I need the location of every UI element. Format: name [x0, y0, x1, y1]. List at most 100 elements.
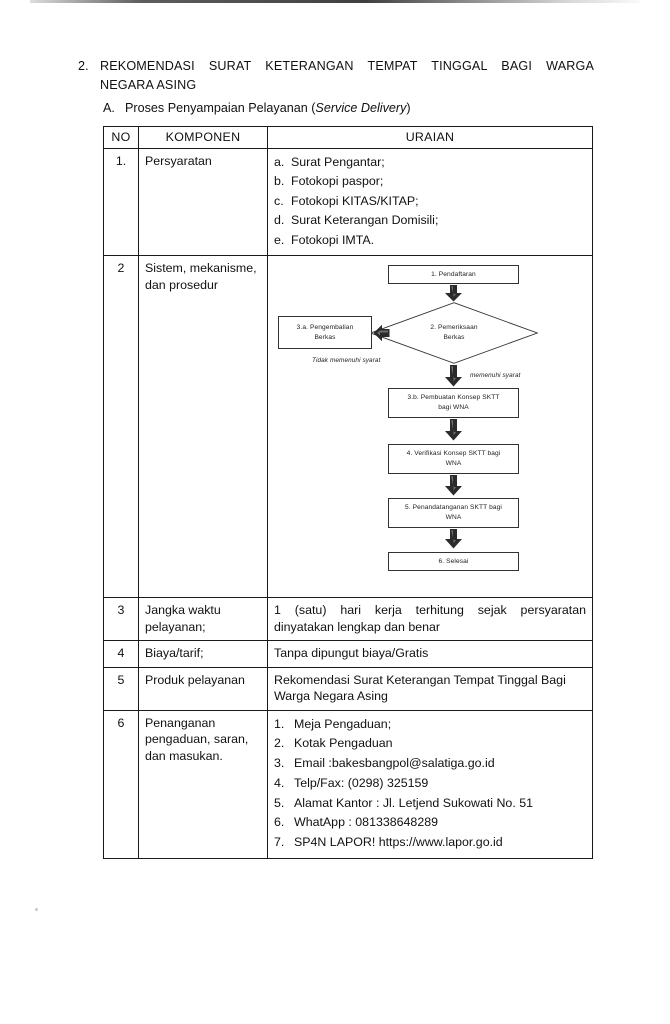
row-component: Persyaratan [138, 147, 268, 256]
section-number: 2. [78, 59, 89, 73]
flow-node-label-line-2: Berkas [314, 333, 336, 341]
list-marker: c. [274, 193, 284, 208]
arrow-down-icon [445, 529, 462, 549]
flow-node-pemeriksaan-berkas: 2. Pemeriksaan Berkas [370, 302, 538, 364]
flow-node-label-block: 2. Pemeriksaan Berkas [430, 323, 477, 343]
description-text: 1 (satu) hari kerja terhitung sejak pers… [274, 602, 586, 635]
table-row: 2 Sistem, mekanisme, dan prosedur 1. Pen… [103, 255, 593, 598]
list-text: Surat Keterangan Domisili; [291, 213, 439, 227]
list-text-lapor: SP4N LAPOR! https://www.lapor.go.id [294, 835, 503, 850]
subsection-heading: A. Proses Penyampaian Pelayanan (Service … [103, 100, 603, 117]
table-header-row: NO KOMPONEN URAIAN [103, 126, 593, 149]
flow-edge-label-accept: memenuhi syarat [470, 372, 521, 379]
list-marker: b. [274, 174, 285, 188]
service-flowchart: 1. Pendaftaran [274, 260, 599, 592]
flow-node-label-line-2: Berkas [443, 334, 465, 341]
arrow-down-icon [445, 475, 462, 496]
list-item: 3. Email :bakesbangpol@salatiga.go.id [274, 754, 586, 774]
row-component: Produk pelayanan [138, 666, 268, 711]
flow-node-label-line-2: WNA [445, 460, 462, 467]
flow-node-pengembalian-berkas: 3.a. Pengembalian Berkas [278, 316, 372, 349]
subsection-text-italic: Service Delivery [315, 101, 407, 115]
flow-node-label-line-1: 5. Penandatanganan SKTT bagi [405, 504, 502, 511]
column-header-no: NO [103, 126, 139, 149]
list-text: Fotokopi KITAS/KITAP; [291, 193, 419, 208]
list-text-email: Email :bakesbangpol@salatiga.go.id [294, 756, 495, 771]
flow-node-selesai: 6. Selesai [388, 552, 519, 571]
service-delivery-table: NO KOMPONEN URAIAN 1. Persyaratan a.Sura… [103, 126, 593, 860]
list-item: a.Surat Pengantar; [274, 153, 586, 173]
row-component: Jangka waktu pelayanan; [138, 597, 268, 641]
complaint-channel-list: 1. Meja Pengaduan; 2. Kotak Pengaduan 3. Em… [274, 715, 586, 854]
table-row: 3 Jangka waktu pelayanan; 1 (satu) hari … [103, 597, 593, 641]
section-heading: 2. REKOMENDASI SURAT KETERANGAN TEMPAT T… [78, 57, 594, 95]
flow-node-label-line-2: bagi WNA [438, 404, 469, 411]
list-text: Fotokopi paspor; [291, 174, 384, 188]
row-number: 4 [103, 640, 139, 668]
flow-node-pembuatan-konsep-sktt: 3.b. Pembuatan Konsep SKTT bagi WNA [388, 388, 519, 418]
subsection-text: Proses Penyampaian Pelayanan ( [125, 101, 316, 115]
list-item: 1. Meja Pengaduan; [274, 715, 586, 735]
section-heading-line-1: REKOMENDASI SURAT KETERANGAN TEMPAT TING… [100, 59, 594, 73]
list-text: Surat Pengantar; [291, 154, 385, 169]
column-header-komponen: KOMPONEN [138, 126, 268, 149]
list-item: e. Fotokopi IMTA. [274, 231, 586, 251]
section-heading-line-2: NEGARA ASING [100, 78, 197, 92]
description-line-1: Rekomendasi Surat Keterangan Tempat Ting… [274, 672, 566, 687]
row-description: Tanpa dipungut biaya/Gratis [267, 640, 593, 668]
list-item: 5. Alamat Kantor : Jl. Letjend Sukowati N… [274, 794, 586, 814]
list-item: 6. WhatApp : 081338648289 [274, 813, 586, 833]
list-marker: 7. [274, 835, 285, 850]
list-item: 2. Kotak Pengaduan [274, 734, 586, 754]
row-component: Sistem, mekanisme, dan prosedur [138, 255, 268, 598]
section-heading-text: REKOMENDASI SURAT KETERANGAN TEMPAT TING… [100, 57, 594, 95]
row-description: 1. Meja Pengaduan; 2. Kotak Pengaduan 3. Em… [267, 709, 593, 860]
flow-node-label-line-1: 2. Pemeriksaan [430, 324, 478, 331]
flow-node-label-line-1: 4. Verifikasi Konsep SKTT bagi [406, 450, 501, 457]
list-marker: e. [274, 232, 285, 247]
list-text: Kotak Pengaduan [294, 736, 393, 751]
list-item: 7. SP4N LAPOR! https://www.lapor.go.id [274, 833, 586, 853]
arrow-left-icon [373, 324, 390, 342]
list-marker: 1. [274, 716, 285, 731]
row-number: 6 [103, 709, 139, 860]
row-component: Penanganan pengaduan, saran, dan masukan… [138, 709, 268, 860]
arrow-down-icon [445, 365, 462, 387]
row-number: 1. [103, 147, 139, 256]
table-row: 1. Persyaratan a.Surat Pengantar; b. Foto… [103, 147, 593, 256]
flow-node-verifikasi-konsep-sktt: 4. Verifikasi Konsep SKTT bagi WNA [388, 444, 519, 474]
list-marker: d. [274, 213, 285, 227]
description-line-2: dinyatakan lengkap dan benar [274, 619, 441, 634]
list-marker: 6. [274, 815, 285, 830]
flow-node-pendaftaran: 1. Pendaftaran [388, 265, 519, 284]
flow-node-label-line-1: 3.a. Pengembalian [296, 323, 354, 331]
description-line-2: Warga Negara Asing [274, 689, 388, 703]
table-row: 6 Penanganan pengaduan, saran, dan masuk… [103, 709, 593, 860]
scan-edge-artifact [30, 0, 640, 3]
description-line-1: 1 (satu) hari kerja terhitung sejak pers… [274, 603, 586, 617]
row-description-flowchart: 1. Pendaftaran [267, 255, 593, 598]
subsection-letter: A. [103, 101, 115, 115]
list-item: c. Fotokopi KITAS/KITAP; [274, 192, 586, 212]
list-item: b. Fotokopi paspor; [274, 172, 586, 192]
row-number: 5 [103, 666, 139, 711]
scan-speck-artifact [35, 908, 38, 911]
table-row: 5 Produk pelayanan Rekomendasi Surat Ket… [103, 666, 593, 711]
row-description: Rekomendasi Surat Keterangan Tempat Ting… [267, 666, 593, 711]
list-text-phone: Telp/Fax: (0298) 325159 [294, 775, 429, 790]
subsection-text-close: ) [406, 101, 411, 115]
list-text: Meja Pengaduan; [294, 716, 392, 731]
diamond-shape-icon [370, 302, 538, 364]
list-text-whatsapp: WhatApp : 081338648289 [294, 815, 438, 830]
flow-node-label: 1. Pendaftaran [431, 270, 476, 278]
list-marker: 5. [274, 795, 285, 810]
list-marker: 3. [274, 756, 285, 771]
flow-node-label-line-2: WNA [445, 514, 462, 521]
list-text-address: Alamat Kantor : Jl. Letjend Sukowati No.… [294, 795, 533, 810]
row-number: 3 [103, 597, 139, 641]
list-text: Fotokopi IMTA. [291, 232, 375, 247]
list-item: d. Surat Keterangan Domisili; [274, 211, 586, 231]
requirements-list: a.Surat Pengantar; b. Fotokopi paspor; c.… [274, 153, 586, 251]
list-marker: 2. [274, 736, 285, 751]
